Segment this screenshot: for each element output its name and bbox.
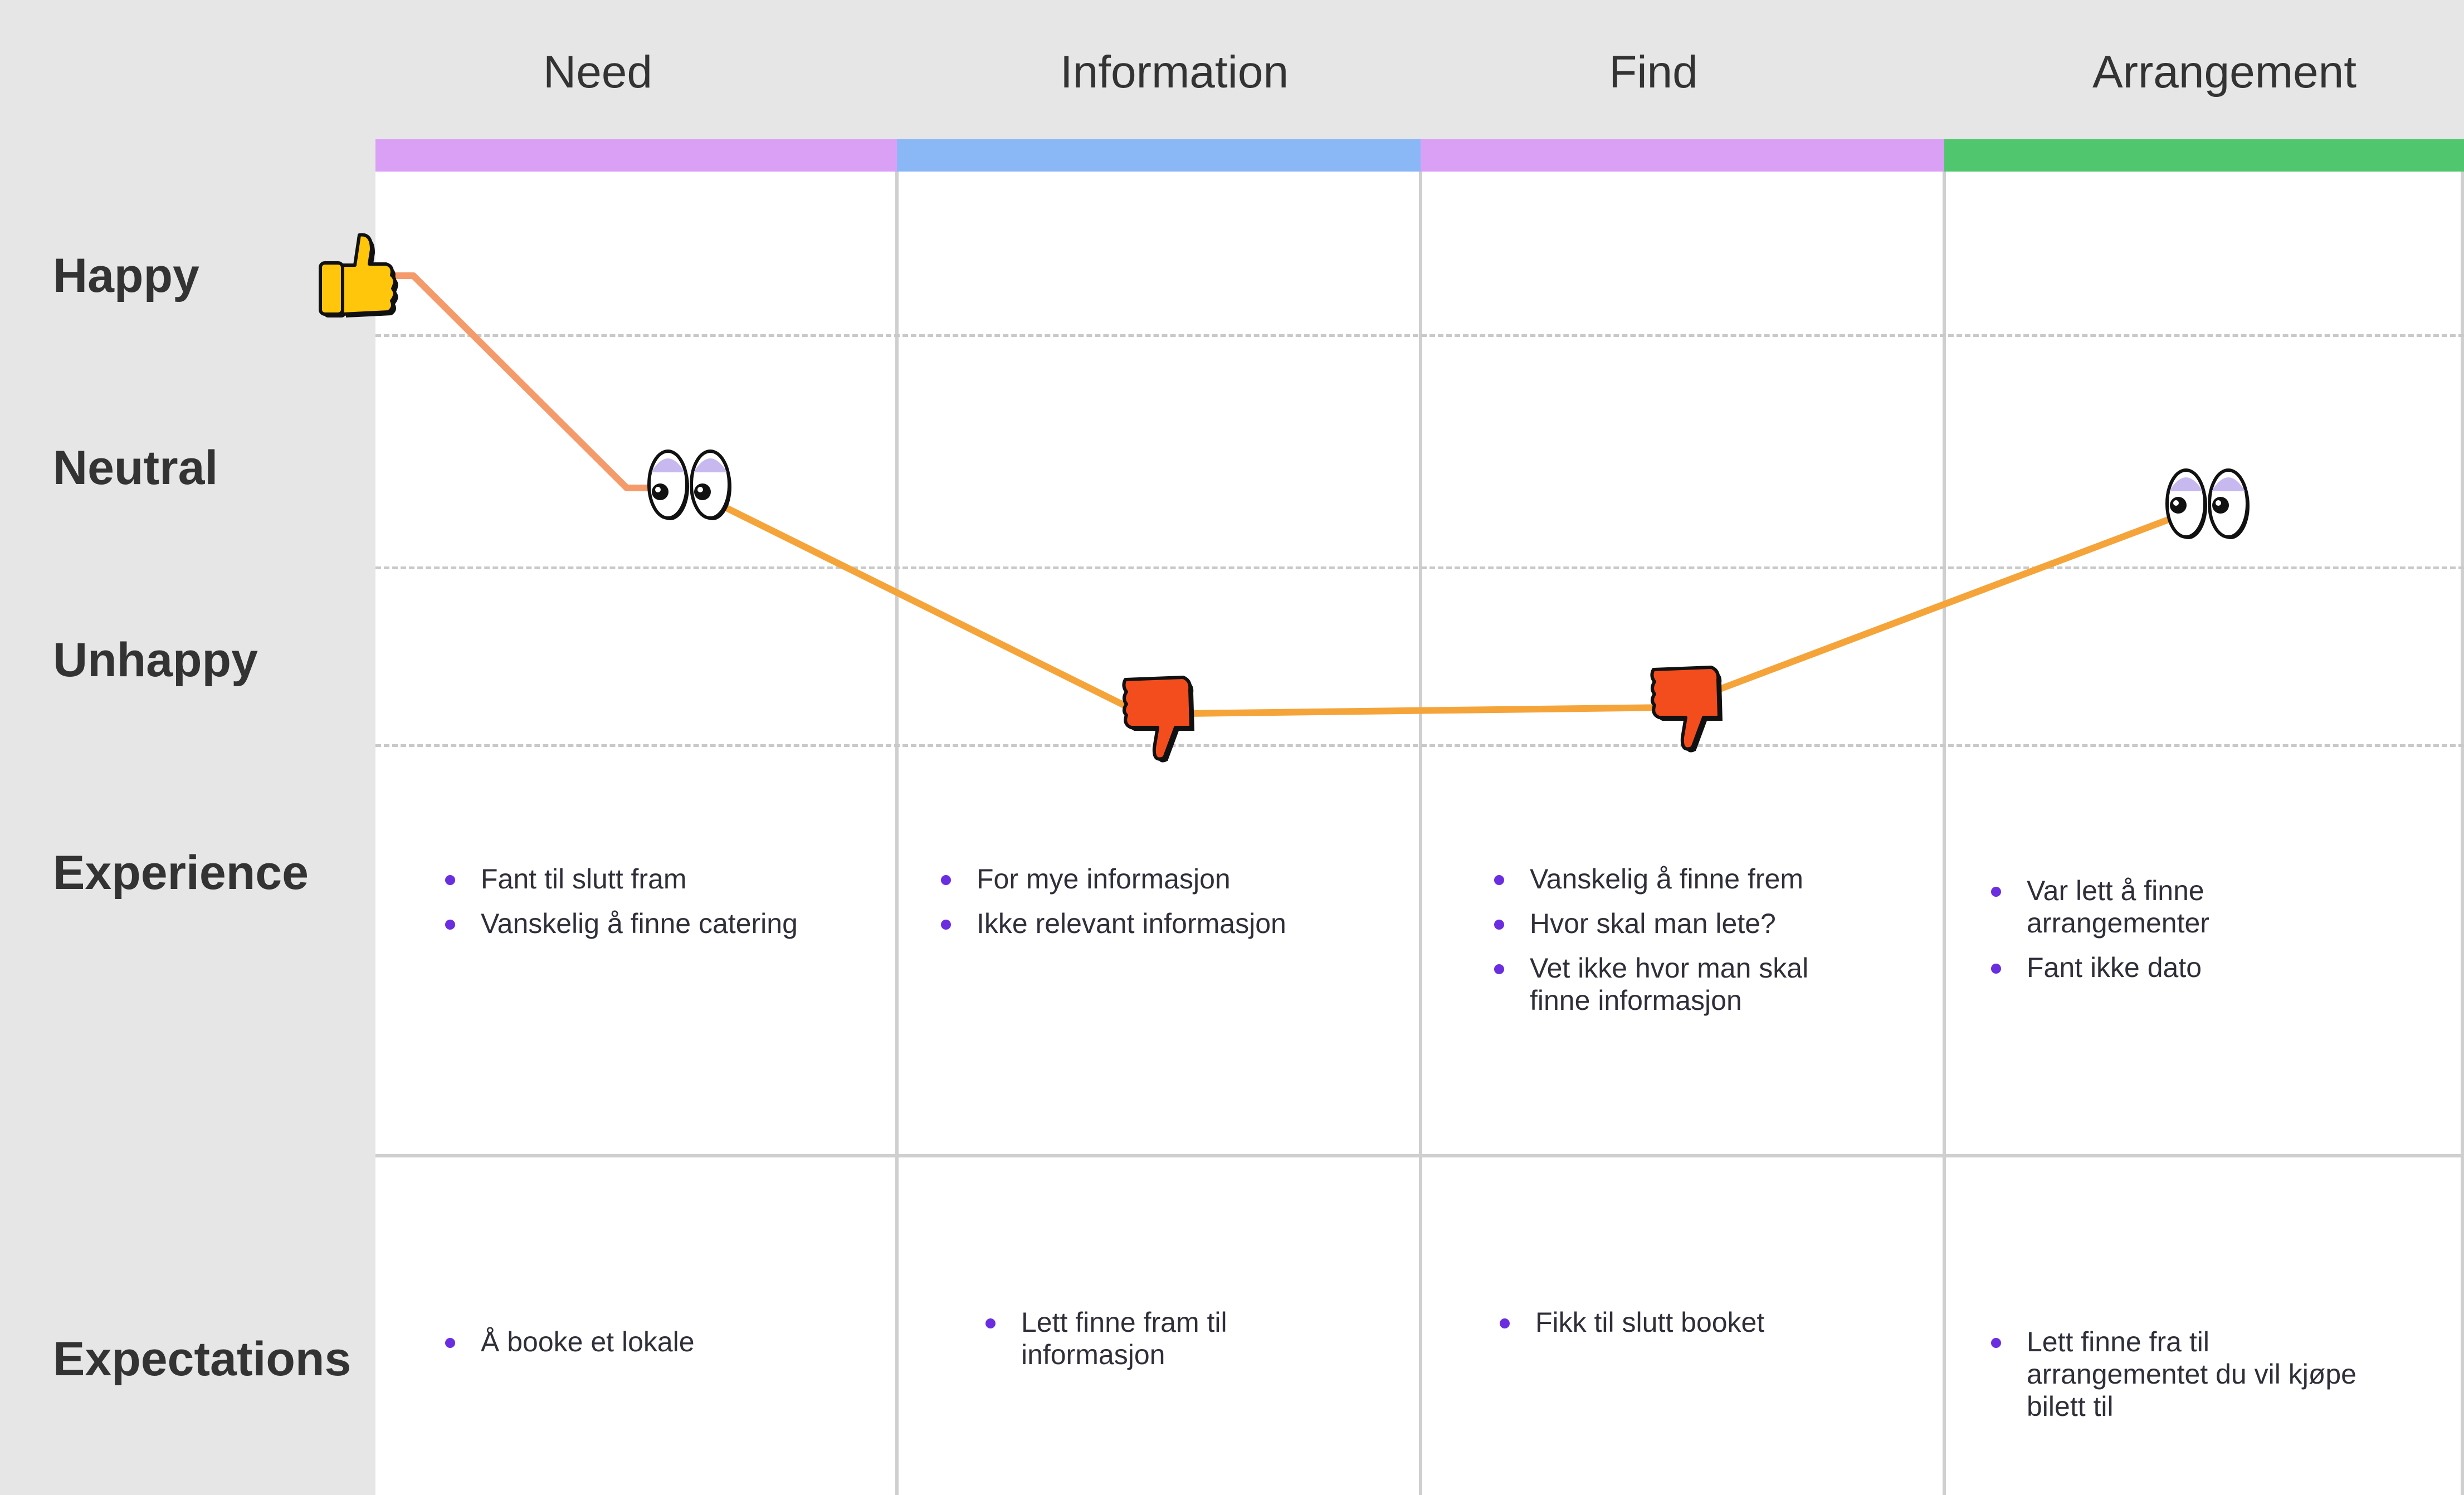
thumbs-down-icon [1650, 666, 1723, 753]
row-divider [375, 1154, 2464, 1157]
expectations-notes-arrangement: Lett finne fra til arrangementet du vil … [1989, 1326, 2390, 1435]
eyes-icon [647, 450, 731, 520]
list-item: Ikke relevant informasjon [939, 907, 1384, 940]
row-label-happy: Happy [53, 249, 199, 302]
list-item: Å booke et lokale [443, 1326, 866, 1358]
list-item: Lett finne fram til informasjon [983, 1306, 1295, 1371]
experience-notes-need: Fant til slutt fram Vanskelig å finne ca… [443, 863, 866, 952]
thumbs-down-icon [1122, 676, 1194, 763]
list-item: Fikk til slutt booket [1497, 1306, 1887, 1338]
emotion-line-segment [721, 504, 2176, 717]
stage-bar-find [1421, 139, 1944, 172]
list-item: Hvor skal man lete? [1492, 907, 1837, 940]
experience-notes-information: For mye informasjon Ikke relevant inform… [939, 863, 1384, 952]
stage-title-find: Find [1609, 47, 1698, 97]
column-divider [1419, 172, 1422, 1495]
stage-title-need: Need [543, 47, 653, 97]
thumbs-up-icon [319, 233, 398, 317]
stage-bar-arrangement [1944, 139, 2464, 172]
expectations-notes-need: Å booke et lokale [443, 1326, 866, 1370]
list-item: Fant til slutt fram [443, 863, 866, 895]
row-label-unhappy: Unhappy [53, 633, 258, 687]
row-label-experience: Experience [53, 846, 309, 900]
row-label-expectations: Expectations [53, 1332, 352, 1386]
expectations-notes-information: Lett finne fram til informasjon [983, 1306, 1295, 1383]
list-item: Vanskelig å finne catering [443, 907, 866, 940]
emotion-line-segment [387, 272, 658, 491]
list-item: For mye informasjon [939, 863, 1384, 895]
column-divider [2461, 172, 2464, 1495]
stage-bar-information [897, 139, 1421, 172]
column-divider [895, 172, 899, 1495]
emotion-divider [375, 566, 2464, 569]
list-item: Lett finne fra til arrangementet du vil … [1989, 1326, 2390, 1423]
list-item: Vet ikke hvor man skal finne informasjon [1492, 952, 1837, 1017]
expectations-notes-find: Fikk til slutt booket [1497, 1306, 1887, 1351]
emotion-divider [375, 744, 2464, 747]
list-item: Vanskelig å finne frem [1492, 863, 1837, 895]
experience-notes-arrangement: Var lett å finne arrangementer Fant ikke… [1989, 874, 2251, 996]
stage-title-arrangement: Arrangement [2092, 47, 2357, 97]
stage-bar-need [375, 139, 897, 172]
emotion-divider [375, 334, 2464, 337]
row-label-neutral: Neutral [53, 441, 218, 495]
column-divider [1943, 172, 1946, 1495]
list-item: Fant ikke dato [1989, 951, 2251, 984]
list-item: Var lett å finne arrangementer [1989, 874, 2251, 939]
stage-title-information: Information [1060, 47, 1289, 97]
experience-notes-find: Vanskelig å finne frem Hvor skal man let… [1492, 863, 1837, 1029]
eyes-icon [2165, 468, 2250, 539]
